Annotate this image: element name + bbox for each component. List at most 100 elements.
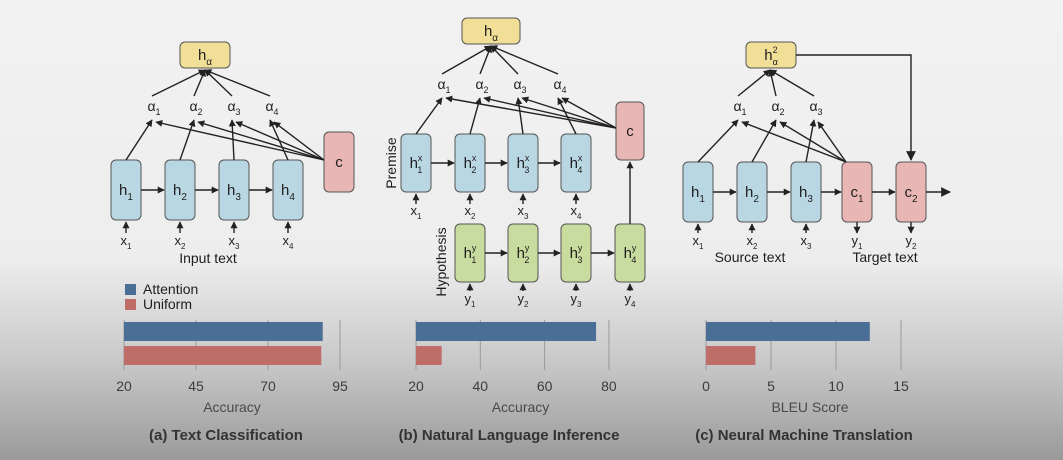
alpha-weight-1: α1 [147, 98, 160, 117]
nli-alpha-weight-3: α3 [513, 76, 526, 95]
premise-token-4: x4 [571, 203, 583, 221]
input-token-3: x3 [229, 233, 241, 251]
hypothesis-token-3: y3 [571, 291, 583, 309]
input-token-1: x1 [121, 233, 133, 251]
context-vector-box-shape [323, 131, 355, 193]
nmt-alpha-weight-2: α2 [771, 98, 784, 117]
decoder-state-1-label: c1 [850, 184, 864, 205]
encoder-to-alpha-arrow-2 [751, 119, 777, 163]
source-token-2: x2 [747, 233, 759, 251]
chart-3-tick-label-4: 15 [893, 378, 909, 394]
nli-alpha-to-output-arrow-1 [441, 45, 492, 75]
chart-2-bar-attention [416, 322, 597, 341]
alpha-weight-2: α2 [189, 98, 202, 117]
nli-context-vector-box: c [615, 101, 645, 161]
hidden-state-2-label: h2 [173, 182, 187, 203]
source-text-label: Source text [715, 249, 786, 265]
chart-2-tick-label-3: 60 [537, 378, 553, 394]
hidden-state-4: h4 [272, 159, 304, 221]
nli-alpha-to-output-arrow-4 [490, 45, 559, 75]
chart-1-tick-label-3: 70 [260, 378, 276, 394]
hypothesis-token-2: y2 [518, 291, 530, 309]
attention-output-box: hα [179, 41, 231, 69]
hidden-state-2: h2 [164, 159, 196, 221]
premise-to-alpha-arrow-3 [515, 97, 524, 135]
nli-context-to-alpha-arrow-3 [521, 96, 617, 129]
nmt-alpha-weight-1: α1 [733, 98, 746, 117]
hypothesis-token-4: y4 [625, 291, 637, 309]
nli-context-to-alpha-arrow-4 [561, 97, 617, 129]
panel-caption-b: (b) Natural Language Inference [399, 427, 620, 444]
chart-1-x-axis-title: Accuracy [203, 399, 261, 415]
legend-uniform-swatch [125, 299, 136, 310]
nli-alpha-to-output-arrow-3 [490, 45, 519, 75]
input-text-label: Input text [179, 250, 237, 266]
chart-1-tick-label-1: 20 [116, 378, 132, 394]
alpha-weight-3: α3 [227, 98, 240, 117]
caption-layer: (a) Text Classification(b) Natural Langu… [149, 427, 913, 444]
context-to-alpha-arrow-1 [155, 119, 325, 161]
hidden-state-1-label: h1 [119, 182, 133, 203]
chart-1-bar-uniform [124, 346, 322, 365]
target-token-2: y2 [906, 233, 918, 251]
context-vector-box: c [323, 131, 355, 193]
chart-2-bar-uniform [416, 346, 442, 365]
nmt-alpha-weight-3: α3 [809, 98, 822, 117]
chart-3-tick-label-3: 10 [828, 378, 844, 394]
alpha-weight-4: α4 [265, 98, 278, 117]
hidden-to-alpha-arrow-2 [179, 119, 196, 161]
nmt-alpha-to-output-arrow-3 [769, 69, 815, 97]
decoder-state-2-label: c2 [904, 184, 918, 205]
encoder-hidden-1-label: h1 [691, 184, 705, 205]
chart-3-bar-uniform [706, 346, 756, 365]
input-token-2: x2 [175, 233, 187, 251]
chart-3-x-axis-title: BLEU Score [771, 399, 848, 415]
nli-context-to-alpha-arrow-2 [483, 95, 617, 129]
nli-context-to-alpha-arrow-1 [445, 95, 617, 129]
legend-attention-label: Attention [143, 281, 198, 297]
input-token-4: x4 [283, 233, 295, 251]
nli-context-vector-box-label: c [626, 123, 634, 140]
nli-attention-output-box-label: hα [484, 23, 498, 44]
hidden-state-1: h1 [110, 159, 142, 221]
context-to-alpha-arrow-2 [197, 120, 325, 161]
alpha-to-output-arrow-4 [204, 69, 271, 97]
nli-attention-output-box-shape [461, 17, 521, 45]
attention-output-box-shape [179, 41, 231, 69]
hypothesis-label: Hypothesis [433, 227, 449, 296]
attention-output-box-label: hα [198, 47, 212, 68]
source-token-1: x1 [693, 233, 705, 251]
encoder-hidden-2: h2 [736, 161, 768, 223]
legend-attention-swatch [125, 284, 136, 295]
decoder-to-alpha-arrow-3 [817, 121, 847, 163]
nli-alpha-weight-4: α4 [553, 76, 566, 95]
premise-token-1: x1 [411, 203, 423, 221]
nli-attention-output-box: hα [461, 17, 521, 45]
encoder-hidden-1: h1 [682, 161, 714, 223]
context-to-alpha-arrow-3 [235, 121, 325, 161]
chart-2-x-axis-title: Accuracy [492, 399, 550, 415]
decoder-state-1: c1 [841, 161, 873, 223]
panel-caption-c: (c) Neural Machine Translation [695, 427, 913, 444]
chart-3-bar-attention [706, 322, 870, 341]
context-to-alpha-arrow-4 [273, 121, 325, 161]
